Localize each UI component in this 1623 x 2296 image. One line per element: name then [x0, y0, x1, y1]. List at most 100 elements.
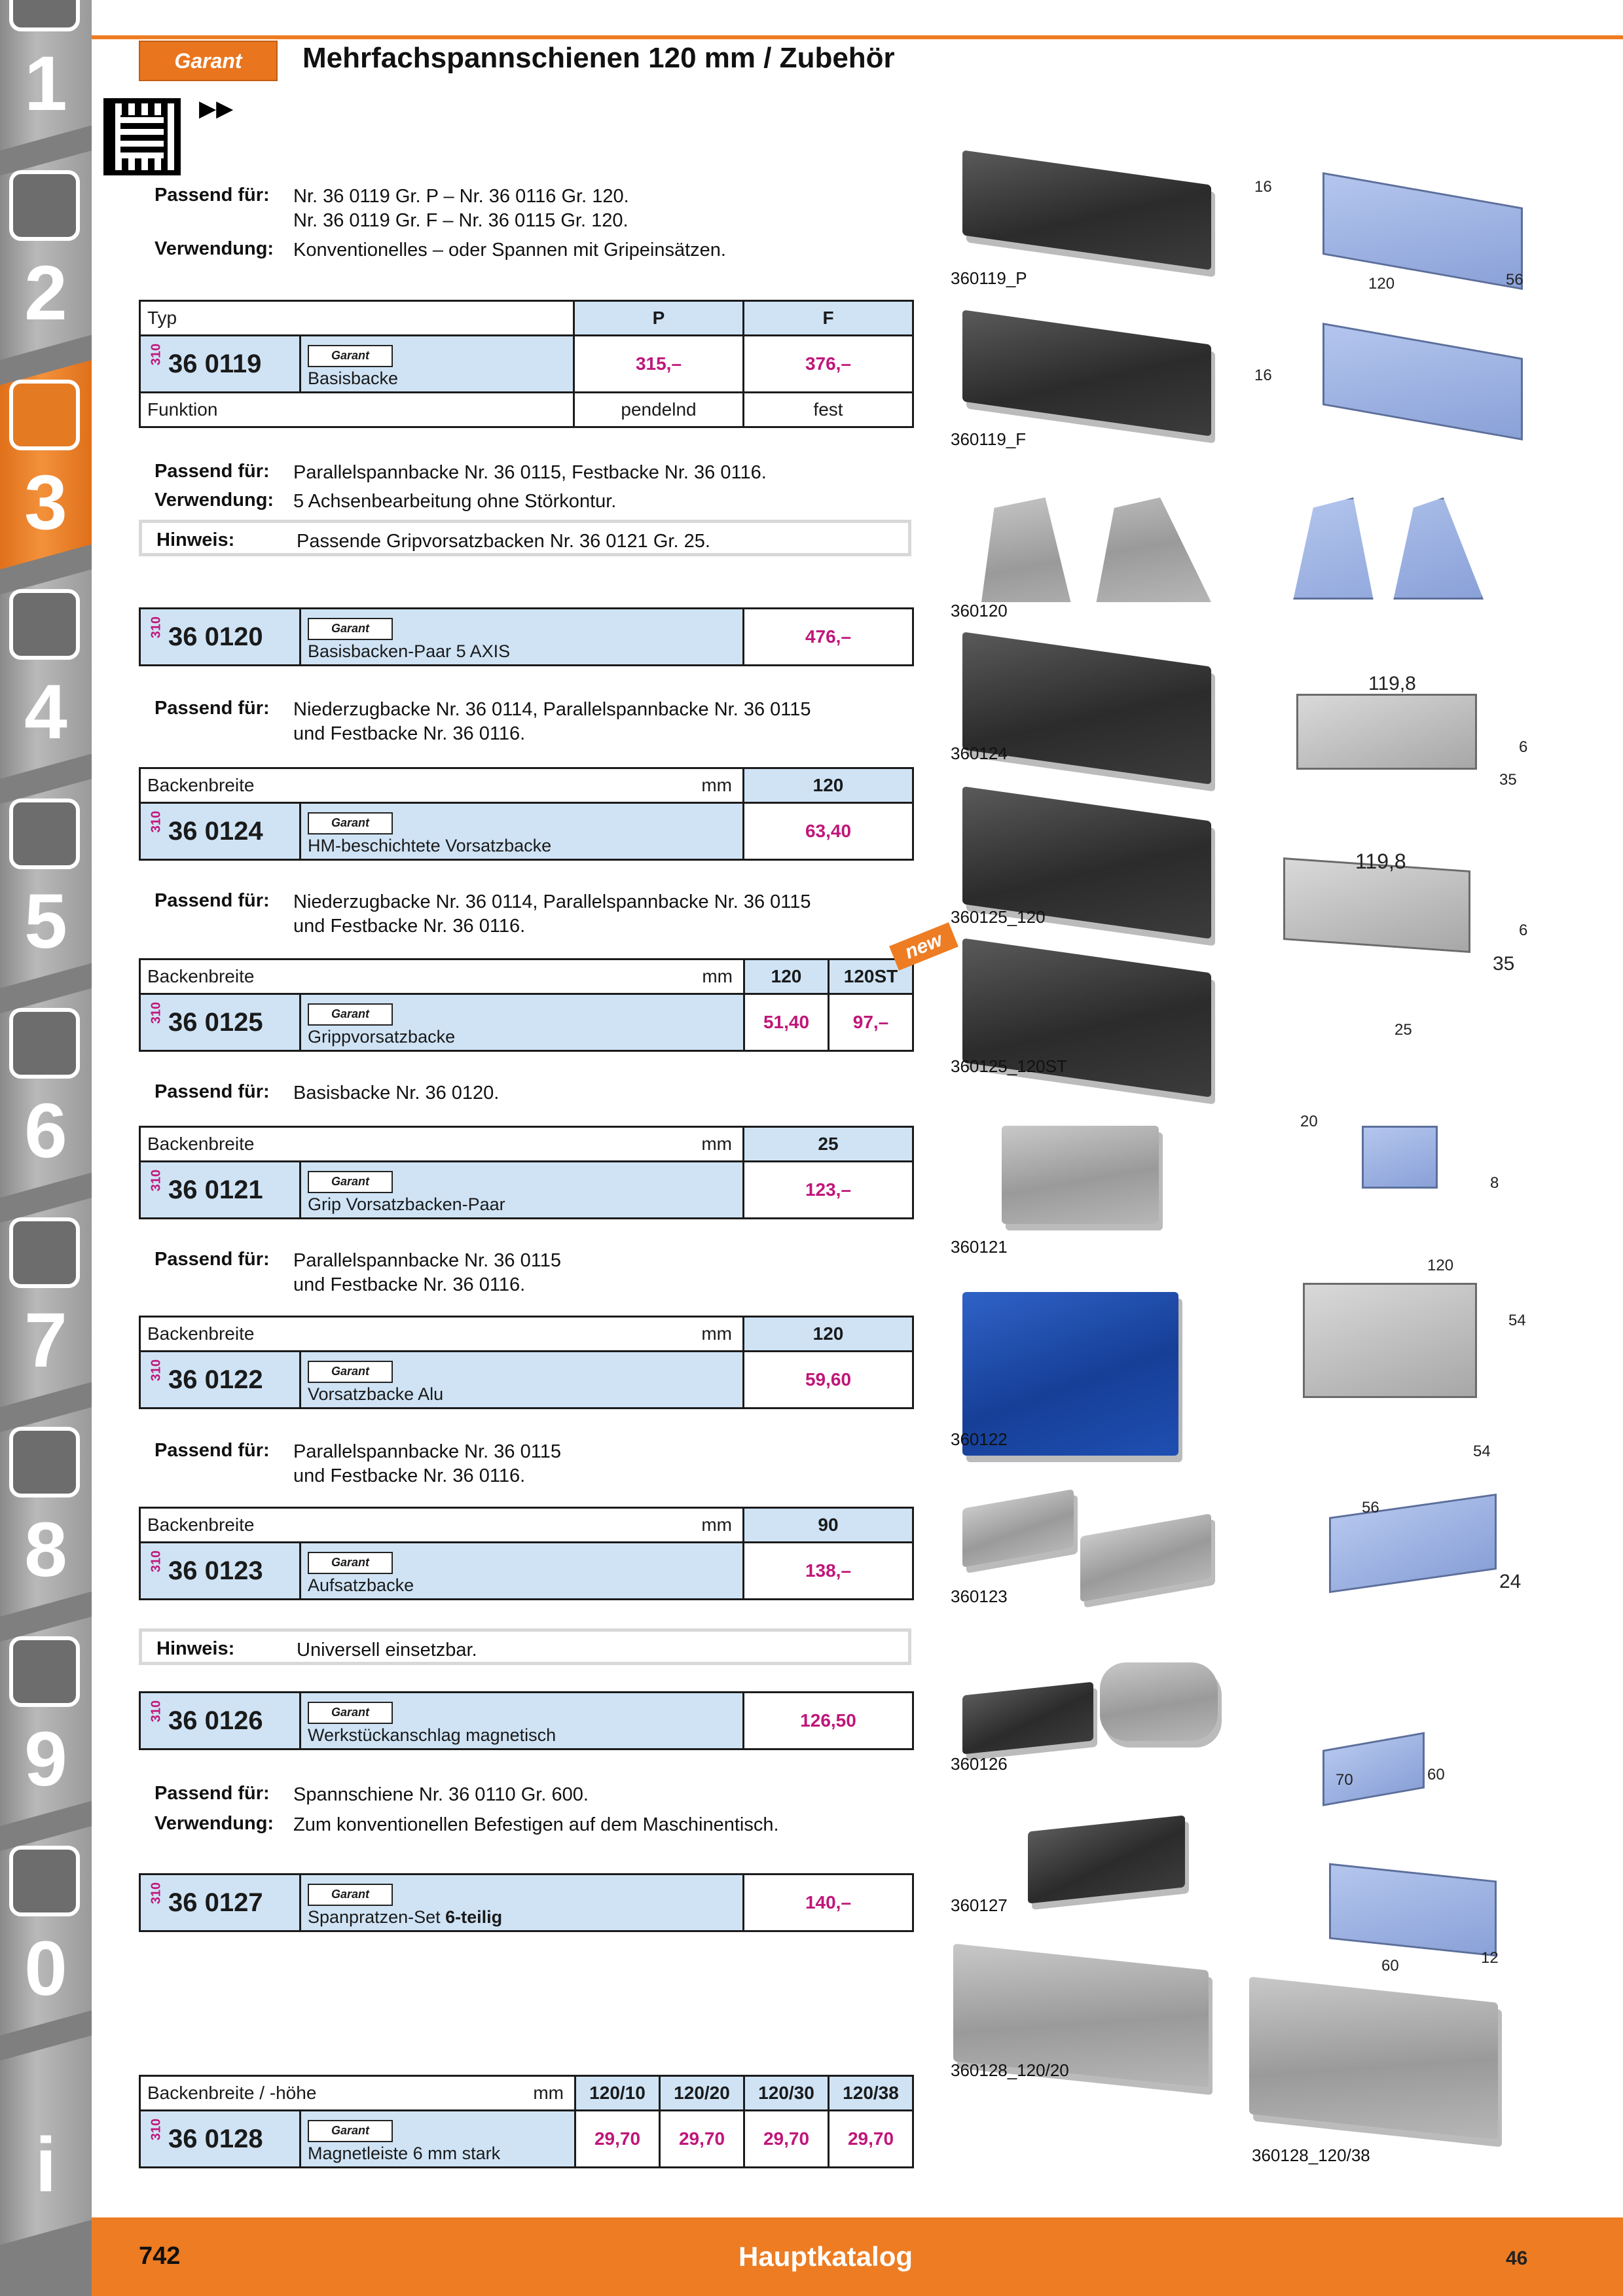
hinweis-text: Passende Gripvorsatzbacken Nr. 36 0121 G… — [297, 531, 710, 552]
garant-mini-logo: Garant — [308, 1702, 393, 1724]
chapter-tab-3[interactable]: 3 — [0, 360, 92, 569]
header-size-120: 120 — [743, 958, 830, 995]
price-120-38: 29,70 — [828, 2109, 914, 2168]
garant-mini-logo: Garant — [308, 1361, 393, 1383]
garant-mini-logo: Garant — [308, 2120, 393, 2142]
tool-cabinet-icon — [9, 1636, 80, 1707]
verwendung-text: Konventionelles – oder Spannen mit Gripe… — [293, 240, 726, 260]
chapter-tab-0[interactable]: 0 — [0, 1826, 92, 2036]
toolbox-icon — [9, 1427, 80, 1498]
caption-360126: 360126 — [951, 1754, 1008, 1774]
funktion-pendelnd: pendelnd — [573, 391, 744, 428]
dim-label: 12 — [1481, 1949, 1499, 1967]
passend-label: Passend für: — [155, 698, 270, 719]
passend-text: Nr. 36 0119 Gr. P – Nr. 36 0116 Gr. 120.… — [293, 186, 629, 231]
dim-label: 119,8 — [1368, 673, 1416, 694]
passend-text: Spannschiene Nr. 36 0110 Gr. 600. — [293, 1784, 589, 1805]
price: 59,60 — [742, 1350, 914, 1409]
verwendung-label: Verwendung: — [155, 238, 274, 259]
chapter-tab-1[interactable]: 1 — [0, 0, 92, 151]
drawing-360120 — [1293, 497, 1484, 600]
verwendung-label: Verwendung: — [155, 490, 274, 511]
passend-text: Parallelspannbacke Nr. 36 0115, Festback… — [293, 462, 767, 483]
header-rule — [92, 35, 1623, 39]
dim-label: 35 — [1493, 953, 1515, 975]
chapter-tab-5[interactable]: 5 — [0, 779, 92, 988]
dim-label: 120 — [1368, 275, 1395, 293]
new-badge: new — [889, 922, 958, 971]
fast-forward-icon: ▶▶ — [199, 96, 234, 121]
dim-label: 24 — [1499, 1571, 1522, 1592]
chapter-tab-8[interactable]: 8 — [0, 1407, 92, 1617]
photo-360127 — [1028, 1815, 1185, 1904]
chapter-tab-2[interactable]: 2 — [0, 151, 92, 360]
caption-360125-120st: 360125_120ST — [951, 1056, 1067, 1076]
funktion-fest: fest — [742, 391, 914, 428]
photo-360121 — [1002, 1126, 1159, 1224]
price: 476,– — [742, 607, 914, 666]
header-size: 120 — [742, 767, 914, 804]
qr-code-icon[interactable] — [103, 98, 181, 175]
header-size-120-38: 120/38 — [828, 2075, 914, 2111]
drawing-360119-p — [1322, 172, 1523, 290]
chapter-tab-info[interactable]: i — [0, 2036, 92, 2245]
verwendung-text: Zum konventionellen Befestigen auf dem M… — [293, 1814, 779, 1835]
dim-label: 56 — [1362, 1499, 1379, 1516]
caption-360120: 360120 — [951, 601, 1008, 620]
safety-glasses-icon — [9, 1846, 80, 1916]
price-120: 51,40 — [743, 993, 830, 1052]
dim-label: 119,8 — [1355, 850, 1406, 873]
price-120st: 97,– — [828, 993, 914, 1052]
garant-mini-logo: Garant — [308, 345, 393, 367]
header-size-120-10: 120/10 — [574, 2075, 661, 2111]
garant-mini-logo: Garant — [308, 812, 393, 834]
photo-360123-b — [1080, 1513, 1211, 1602]
chapter-tab-7[interactable]: 7 — [0, 1198, 92, 1407]
garant-mini-logo: Garant — [308, 1884, 393, 1906]
photo-360119-f — [962, 310, 1211, 437]
price: 140,– — [742, 1873, 914, 1932]
chapter-tab-9[interactable]: 9 — [0, 1617, 92, 1826]
dim-label: 60 — [1381, 1957, 1399, 1975]
header-p: P — [573, 300, 744, 336]
photo-360128-120-38 — [1249, 1977, 1498, 2140]
dim-label: 16 — [1254, 367, 1272, 384]
caption-360122: 360122 — [951, 1429, 1008, 1449]
garant-logo: Garant — [139, 41, 278, 81]
garant-mini-logo: Garant — [308, 1552, 393, 1574]
drawing-360126 — [1322, 1732, 1425, 1806]
dim-label: 120 — [1427, 1257, 1454, 1274]
garant-mini-logo: Garant — [308, 618, 393, 640]
header-size: 120 — [742, 1316, 914, 1352]
chapter-tab-4[interactable]: 4 — [0, 569, 92, 779]
dim-label: 20 — [1300, 1113, 1318, 1130]
chapter-tab-6[interactable]: 6 — [0, 988, 92, 1198]
passend-text: Basisbacke Nr. 36 0120. — [293, 1083, 500, 1103]
dim-label: 25 — [1395, 1021, 1412, 1039]
page-number: 742 — [139, 2242, 181, 2270]
